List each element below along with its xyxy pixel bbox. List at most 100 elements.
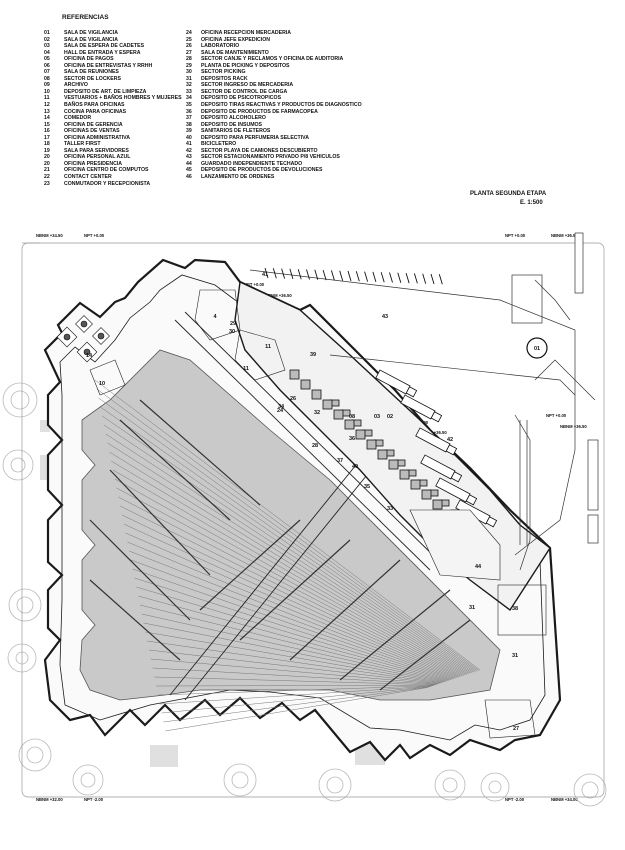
- tree-icon: [318, 768, 352, 802]
- room-tag-34: 34: [278, 404, 285, 410]
- rack-aisle: [119, 419, 231, 521]
- legend-label: SECTOR INGRESO DE MERCADERIA: [201, 82, 294, 89]
- rack-aisles: [89, 399, 471, 691]
- level-mark: NBNM +32.00: [36, 797, 63, 802]
- truck-icon: [435, 477, 478, 506]
- legend-number: 09: [44, 82, 50, 89]
- room-tag-08: 08: [349, 414, 355, 420]
- legend-number: 20: [44, 154, 50, 161]
- tree-icon: [573, 773, 607, 807]
- rack-line: [111, 460, 468, 675]
- legend-label: DEPOSITO DE INSUMOS: [201, 121, 263, 128]
- room-tag-27: 27: [513, 726, 519, 732]
- room-tag-03: 03: [374, 414, 380, 420]
- legend-number: 08: [44, 75, 50, 82]
- tree-icon: [223, 763, 257, 797]
- legend-number: 13: [44, 108, 50, 115]
- rack-line: [118, 496, 463, 677]
- legend-label: SECTOR DE LOCKERS: [64, 75, 121, 82]
- legend-title: REFERENCIAS: [62, 14, 109, 21]
- truck-cab: [485, 516, 498, 528]
- room-tag-14: 14: [86, 353, 93, 359]
- dock-block: [421, 489, 432, 500]
- legend-number: 36: [186, 108, 192, 115]
- legend-number: 44: [186, 160, 192, 167]
- level-mark: NPT -2.00: [84, 797, 104, 802]
- legend-label: COMEDOR: [64, 115, 92, 122]
- legend-label: DEPOSITO ALCOHOLERO: [201, 115, 266, 122]
- parking-stripe: [339, 270, 344, 281]
- legend-label: HALL DE ENTRADA Y ESPERA: [64, 49, 141, 56]
- legend-number: 26: [186, 43, 192, 50]
- rack-line: [157, 685, 433, 696]
- room-tag-29: 29: [230, 321, 236, 327]
- room-tag-4: 4: [213, 314, 217, 320]
- legend-label: OFICINA DE ENTREVISTAS Y RRHH: [64, 62, 153, 69]
- legend-number: 28: [186, 56, 192, 63]
- legend-number: 03: [44, 43, 50, 50]
- rack-line: [165, 687, 428, 732]
- legend-label: SALA DE ESPERA DE CADETES: [64, 43, 145, 50]
- legend-label: COCINA PARA OFICINAS: [64, 108, 127, 115]
- parking-stripe: [422, 273, 427, 284]
- rack-line: [156, 685, 435, 687]
- legend-number: 01: [44, 30, 50, 36]
- legend-label: OFICINA JEFE EXPEDICION: [201, 36, 270, 43]
- legend-number: 40: [186, 134, 192, 141]
- dock-block: [366, 439, 377, 450]
- room-tag-31: 31: [512, 653, 518, 659]
- rack-line: [138, 595, 448, 682]
- legend-item: 03 SALA DE ESPERA DE CADETES: [44, 43, 182, 50]
- rack-line: [163, 686, 429, 723]
- legend-number: 33: [186, 88, 192, 95]
- rack-line: [161, 686, 431, 714]
- rack-line: [134, 577, 451, 681]
- parking-stripe: [289, 268, 294, 280]
- room-tag-43: 43: [382, 314, 388, 320]
- tree-icon: [18, 738, 52, 772]
- level-mark: NPT +0.00: [505, 233, 526, 238]
- level-mark: NPT -2.00: [505, 797, 525, 802]
- room-tag-28: 28: [312, 443, 318, 449]
- legend-number: 11: [44, 95, 50, 102]
- legend-label: OFICINA DE PAGOS: [64, 56, 114, 63]
- legend-item: 08 SECTOR DE LOCKERS: [44, 76, 182, 83]
- legend-label: SALA PARA SERVIDORES: [64, 147, 129, 154]
- level-mark: NPT +0.00: [84, 233, 105, 238]
- legend-label: OFICINA RECEPCION MERCADERIA: [201, 30, 292, 36]
- legend-label: DEPOSITOS RACK: [201, 75, 248, 82]
- legend-label: BICICLETERO: [201, 141, 237, 148]
- rack-line: [147, 640, 441, 684]
- legend-number: 23: [44, 180, 50, 187]
- parking-stripe: [264, 267, 269, 279]
- legend-number: 05: [44, 56, 50, 63]
- rack-aisle: [139, 399, 261, 506]
- rack-line: [150, 658, 439, 685]
- legend-item: 20 OFICINA PERSONAL AZUL: [44, 154, 182, 161]
- legend-label: PLANTA DE PICKING Y DEPOSITOS: [201, 62, 290, 69]
- legend-label: DEPOSITO DE PRODUCTOS DE DEVOLUCIONES: [201, 167, 323, 174]
- tree-icon: [480, 772, 510, 802]
- dock-block: [388, 459, 399, 470]
- level-mark: NPT +0.00: [546, 413, 567, 418]
- rack-line: [120, 505, 462, 677]
- dock-block: [432, 499, 443, 510]
- parking-stripe: [397, 272, 402, 283]
- rack-line: [98, 397, 478, 672]
- rack-aisle: [199, 519, 301, 611]
- dock-block: [322, 399, 333, 410]
- legend-number: 39: [186, 128, 192, 135]
- legend-label: OFICINA PERSONAL AZUL: [64, 154, 131, 161]
- legend-number: 25: [186, 36, 192, 43]
- legend-label: SALA DE MANTENIMIENTO: [201, 49, 269, 56]
- legend-number: 12: [44, 102, 50, 109]
- parking-stripe: [281, 268, 286, 279]
